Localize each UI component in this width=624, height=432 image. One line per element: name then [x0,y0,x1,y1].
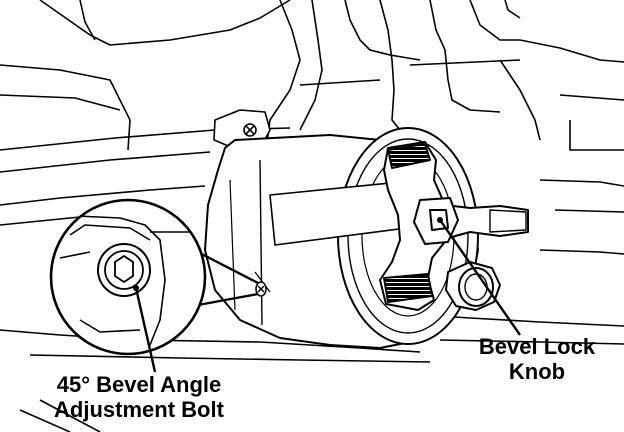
knob-leader-dot [437,217,443,223]
bevel-angle-bolt-label-line2: Adjustment Bolt [54,397,224,422]
bolt-location-marker [255,281,267,297]
knob-leader-line [439,219,521,336]
bevel-lock-knob-label: Bevel Lock Knob [452,334,622,384]
bevel-angle-bolt-label: 45° Bevel Angle Adjustment Bolt [14,372,264,422]
bolt-leader-line [134,287,157,373]
leader-dots [133,217,443,291]
bolt-detail-inset [49,198,207,356]
bevel-lock-knob-label-line1: Bevel Lock [478,334,596,359]
bevel-lock-knob [379,141,529,311]
bevel-angle-bolt-label-line1: 45° Bevel Angle [56,372,222,397]
bevel-lock-knob-label-line2: Knob [508,359,566,384]
bolt-leader-dot [133,285,139,291]
callout-leaders [134,219,521,373]
